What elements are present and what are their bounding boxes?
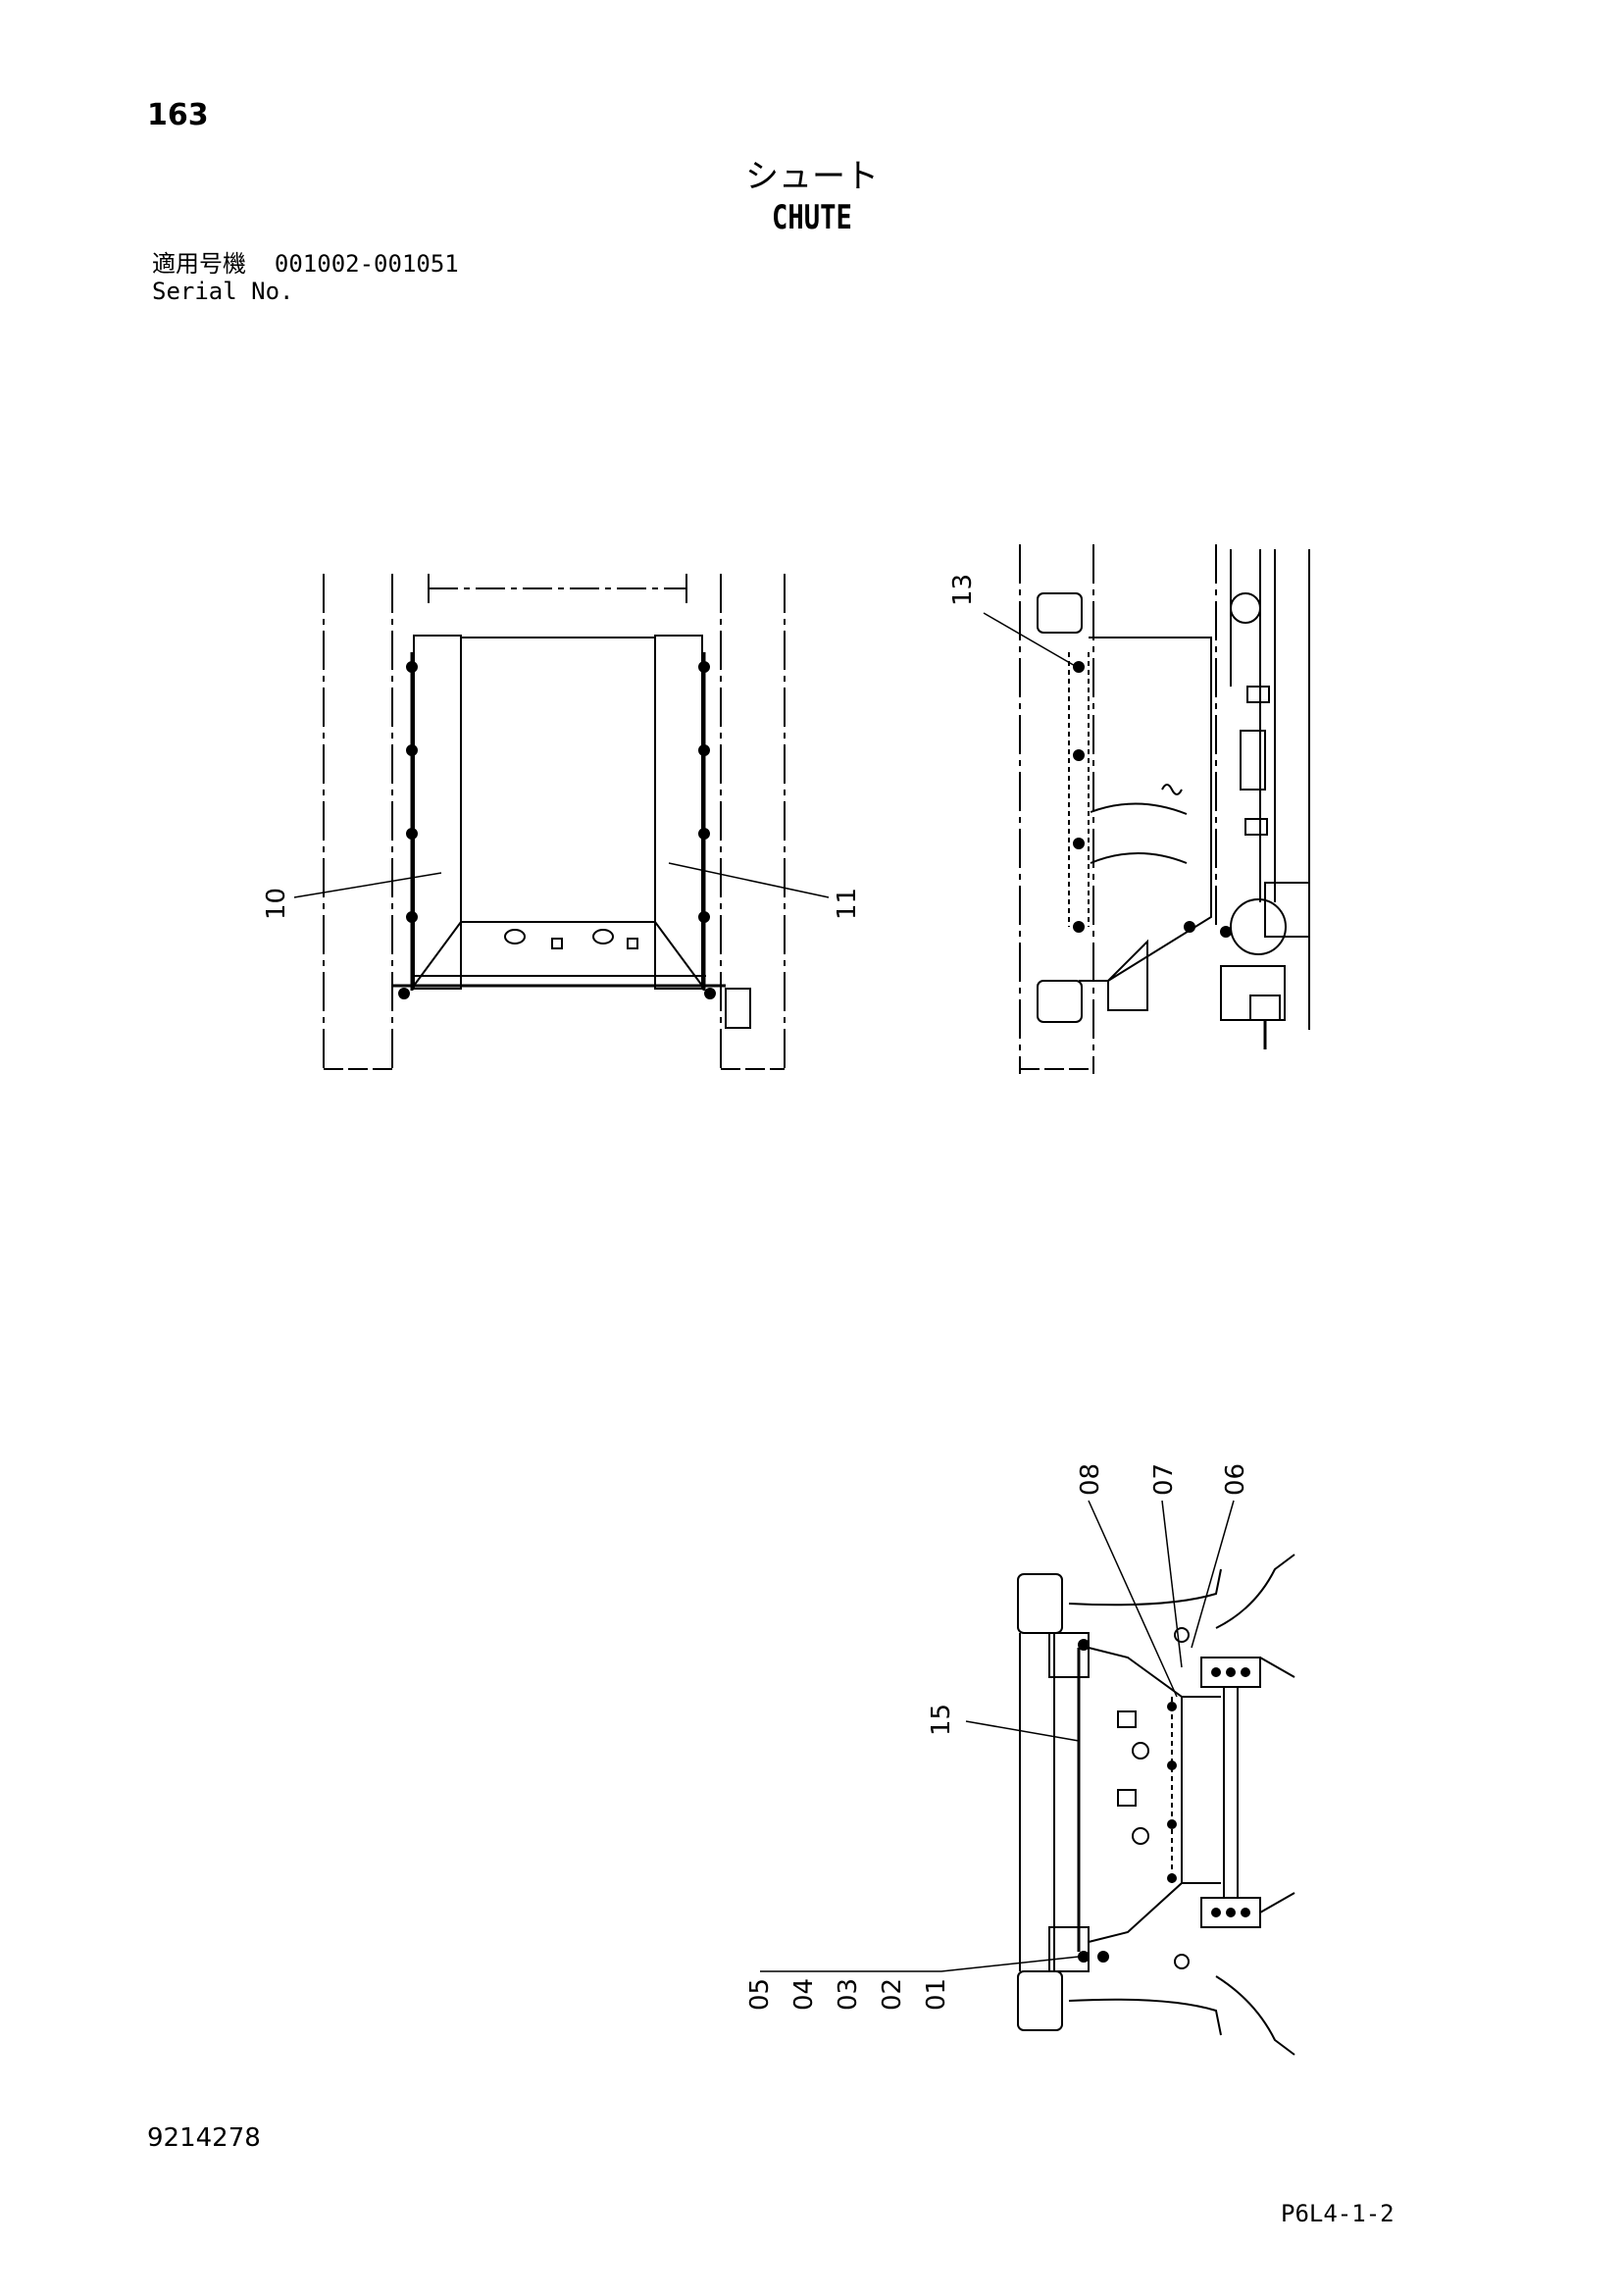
- title-english: CHUTE: [772, 198, 852, 237]
- document-number: 9214278: [147, 2123, 261, 2153]
- page-number: 163: [147, 98, 209, 132]
- callout-03: 03: [834, 1978, 863, 2011]
- serial-range: 001002-001051: [274, 250, 459, 278]
- callout-06: 06: [1221, 1463, 1250, 1496]
- callout-15: 15: [927, 1704, 956, 1736]
- chute-side-view: [983, 544, 1310, 1074]
- callout-01: 01: [922, 1978, 951, 2011]
- callout-07: 07: [1149, 1463, 1179, 1496]
- callout-13: 13: [948, 574, 978, 606]
- chute-front-view: [293, 574, 830, 1074]
- callout-04: 04: [789, 1978, 819, 2011]
- serial-label-en: Serial No.: [152, 278, 294, 305]
- title-japanese: シュート: [745, 157, 879, 196]
- chute-top-view: [760, 1500, 1295, 2056]
- callout-05: 05: [745, 1978, 775, 2011]
- callout-02: 02: [878, 1978, 907, 2011]
- callout-10: 10: [262, 888, 291, 920]
- serial-label-jp: 適用号機: [152, 250, 246, 278]
- page-code: P6L4-1-2: [1281, 2200, 1395, 2227]
- callout-11: 11: [833, 888, 862, 920]
- serial-block: 適用号機 001002-001051 Serial No.: [152, 250, 459, 305]
- callout-08: 08: [1076, 1463, 1105, 1496]
